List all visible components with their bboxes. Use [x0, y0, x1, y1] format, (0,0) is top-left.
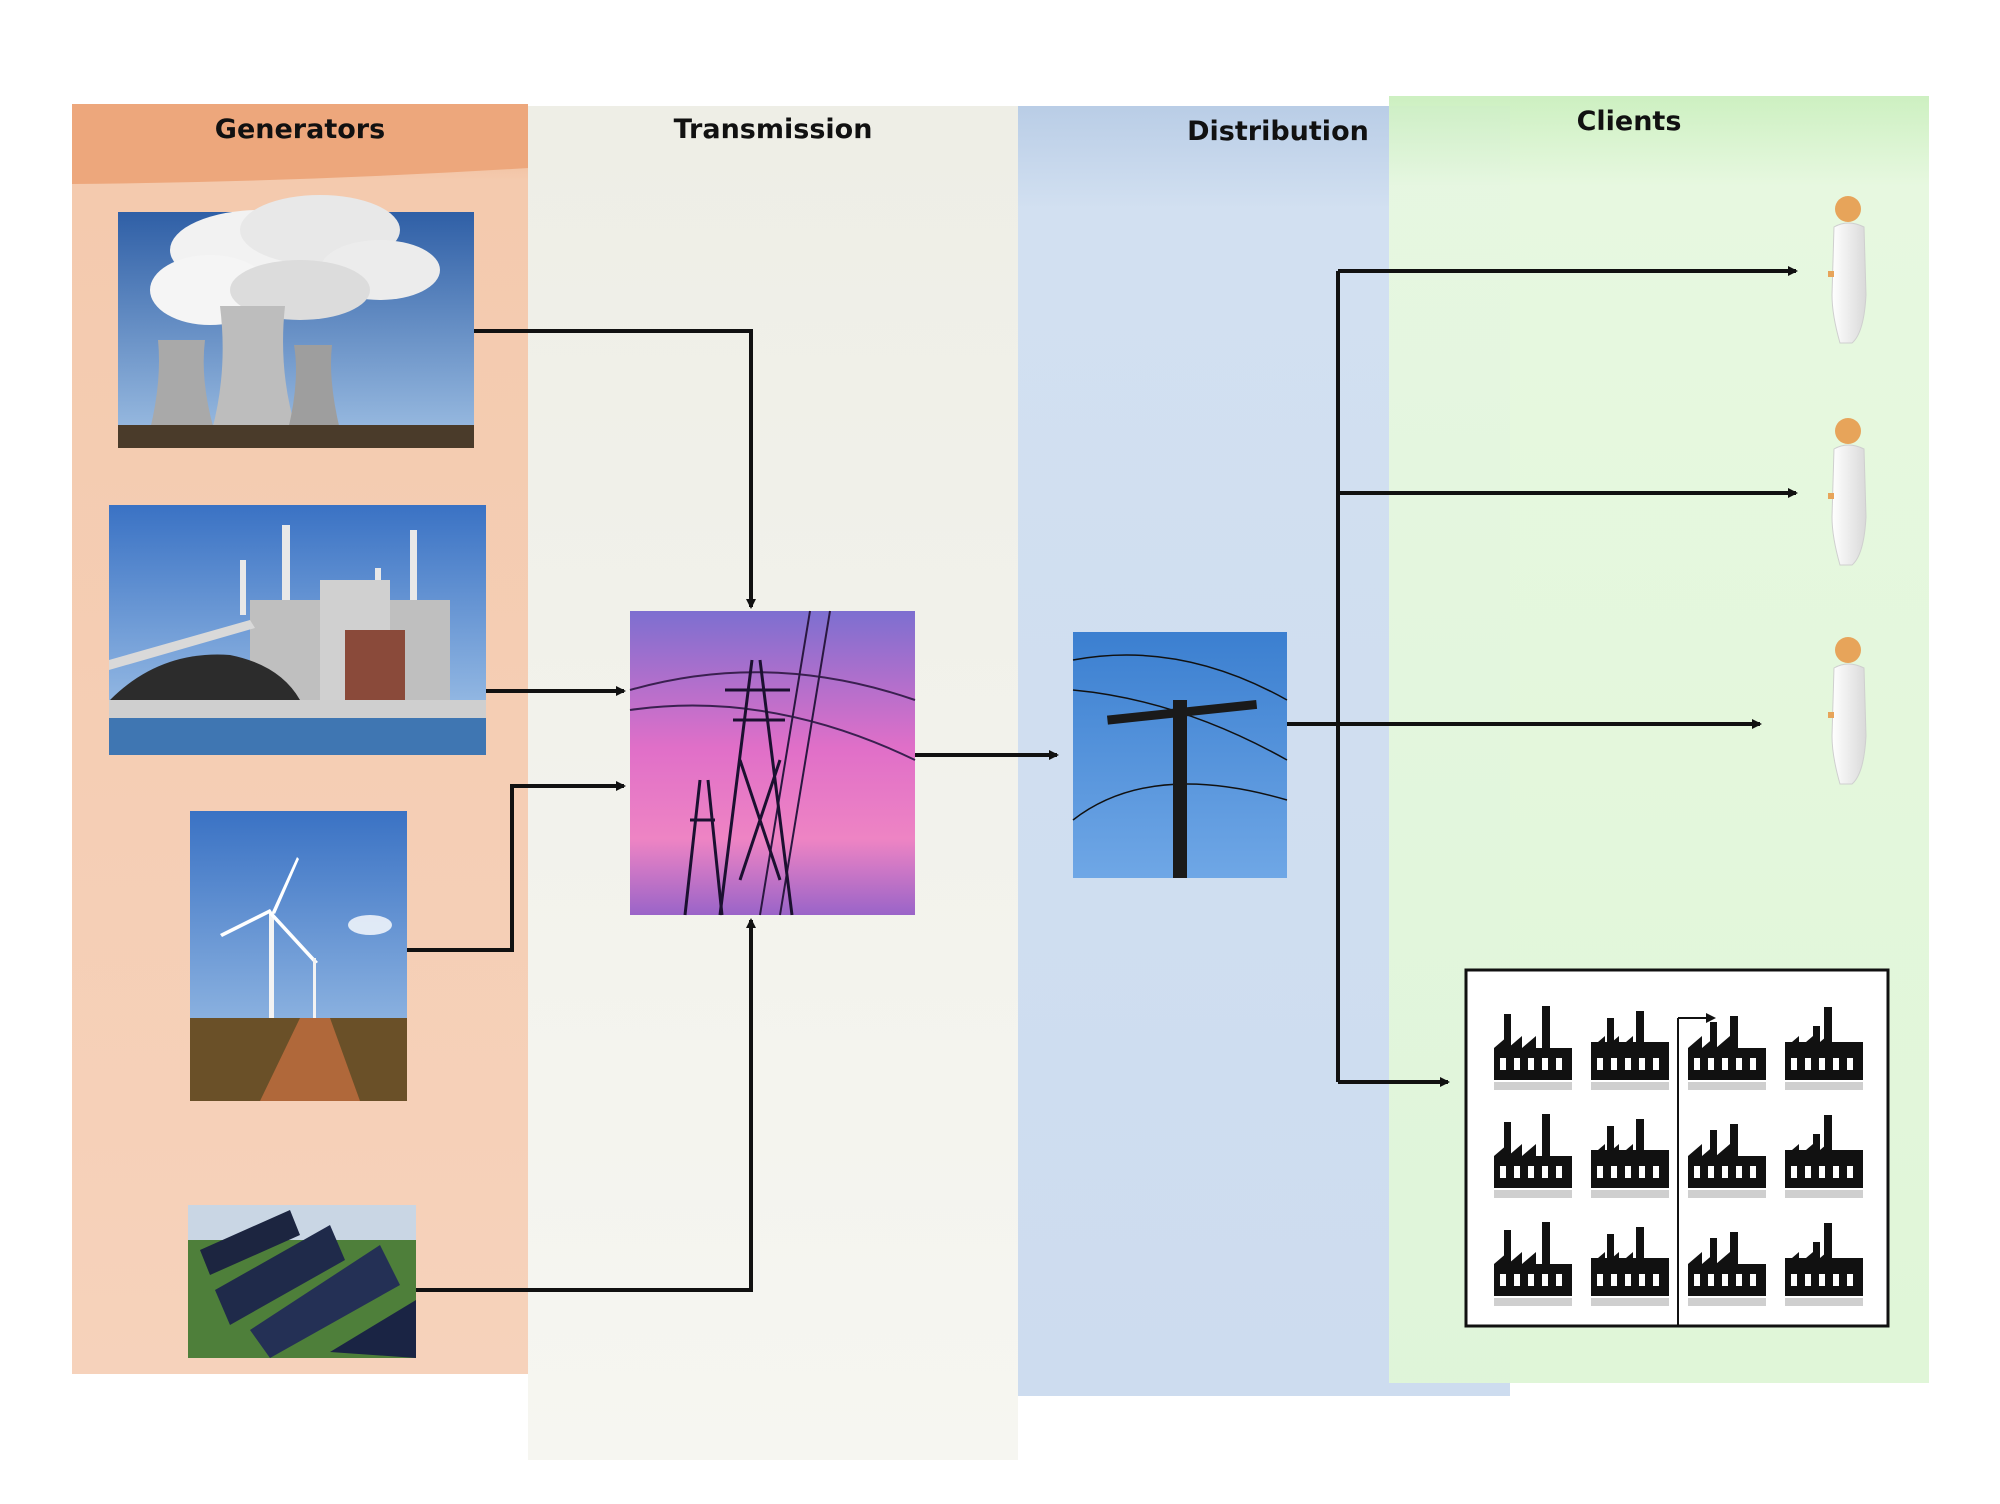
factory-icon [1688, 1124, 1766, 1198]
factory-icon [1494, 1222, 1572, 1306]
arrow-wind-to-transmission [407, 781, 626, 952]
person-icon [1828, 637, 1867, 785]
lane-title-distribution: Distribution [1187, 116, 1369, 147]
coal-power-plant-photo [109, 505, 486, 755]
lane-title-generators: Generators [214, 114, 386, 145]
factories-panel [1464, 968, 1890, 1328]
distribution-pole-photo [1072, 632, 1288, 878]
wind-turbine-photo [190, 811, 407, 1101]
factory-icon [1591, 1011, 1669, 1090]
arrow-nuclear-to-transmission [474, 329, 756, 609]
factory-icon [1688, 1232, 1766, 1306]
factory-icon [1591, 1227, 1669, 1306]
nuclear-power-plant-photo [118, 195, 474, 448]
connectors [407, 266, 1798, 1292]
factory-icon-grid [1494, 1006, 1863, 1306]
person-icon [1828, 418, 1867, 566]
factory-icon [1688, 1016, 1766, 1090]
factory-icon [1785, 1007, 1863, 1090]
factory-icon [1494, 1114, 1572, 1198]
factory-icon [1785, 1115, 1863, 1198]
factory-icon [1591, 1119, 1669, 1198]
arrow-solar-to-transmission [416, 918, 756, 1292]
factory-icon [1785, 1223, 1863, 1306]
lane-title-clients: Clients [1576, 106, 1682, 137]
lane-title-transmission: Transmission [673, 114, 873, 145]
transmission-tower-photo [629, 610, 916, 916]
factory-icon [1494, 1006, 1572, 1090]
solar-panels-photo [188, 1205, 416, 1358]
person-icon [1828, 196, 1867, 344]
generators-header-band [72, 104, 528, 184]
